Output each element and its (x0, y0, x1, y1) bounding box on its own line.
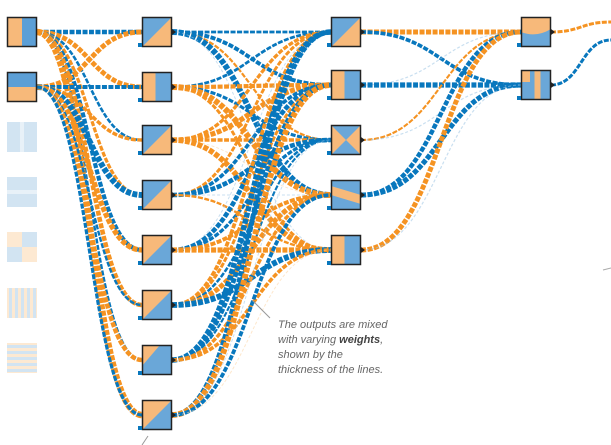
weight-link (171, 30, 332, 197)
bias-marker (138, 98, 142, 102)
weight-link (171, 83, 332, 197)
bias-marker (517, 43, 521, 47)
neuron-tile[interactable] (141, 124, 173, 156)
weight-link (36, 29, 143, 90)
input-feature-tile[interactable] (6, 16, 38, 48)
weight-link (360, 30, 522, 142)
input-feature-tile[interactable] (7, 177, 37, 207)
weight-link (171, 249, 332, 416)
weight-link (36, 85, 143, 307)
neuron-tile[interactable] (141, 71, 173, 103)
output-arrow (172, 84, 176, 90)
weight-link (360, 31, 522, 86)
pointer-line (141, 435, 149, 445)
neuron-tile[interactable] (141, 179, 173, 211)
bias-marker (327, 206, 331, 210)
output-link (550, 20, 611, 34)
weight-link (171, 29, 332, 418)
output-arrow (551, 82, 555, 88)
bias-marker (138, 206, 142, 210)
neurons (6, 16, 555, 431)
weight-link (36, 84, 143, 253)
neuron-tile[interactable] (141, 344, 173, 376)
neuron-tile[interactable] (330, 179, 362, 211)
output-arrow (361, 192, 365, 198)
bias-marker (138, 43, 142, 47)
bias-marker (138, 151, 142, 155)
neuron-tile[interactable] (330, 124, 362, 156)
annotation-text-bold: weights (339, 334, 381, 346)
weight-link (171, 31, 332, 251)
output-arrow (172, 357, 176, 363)
output-arrow (361, 137, 365, 143)
weights-annotation: The outputs are mixed with varying weigh… (278, 318, 388, 378)
output-arrow (172, 192, 176, 198)
input-feature-tile[interactable] (7, 343, 37, 373)
weight-link (36, 84, 143, 198)
stray-connector (602, 267, 611, 271)
output-arrow (361, 82, 365, 88)
annotation-text-pre: The outputs are mixed with varying (278, 319, 388, 346)
weight-link (360, 84, 522, 251)
neuron-tile[interactable] (141, 289, 173, 321)
neuron-tile[interactable] (141, 399, 173, 431)
output-arrow (361, 247, 365, 253)
bias-marker (138, 426, 142, 430)
neuron-tile[interactable] (330, 69, 362, 101)
bias-marker (327, 43, 331, 47)
neuron-tile[interactable] (330, 234, 362, 266)
bias-marker (138, 316, 142, 320)
bias-marker (327, 151, 331, 155)
input-feature-tile[interactable] (7, 232, 37, 262)
bias-marker (327, 261, 331, 265)
output-arrow (551, 29, 555, 35)
weight-link (171, 30, 332, 307)
neuron-tile[interactable] (520, 16, 552, 48)
neuron-tile[interactable] (141, 16, 173, 48)
annotation-text-post: , shown by the thickness of the lines. (278, 334, 384, 376)
weight-link (171, 139, 332, 416)
input-feature-tile[interactable] (6, 71, 38, 103)
output-arrow (172, 29, 176, 35)
weight-link (36, 85, 143, 417)
weight-links (36, 20, 611, 419)
annotation-pointer (251, 299, 271, 319)
bias-marker (517, 96, 521, 100)
bias-marker (138, 371, 142, 375)
input-feature-tile[interactable] (7, 288, 37, 318)
neuron-tile[interactable] (141, 234, 173, 266)
output-arrow (361, 29, 365, 35)
weight-link (36, 84, 143, 363)
weight-link (171, 30, 332, 89)
output-arrow (172, 302, 176, 308)
neuron-tile[interactable] (520, 69, 552, 101)
weight-link (171, 193, 332, 417)
weight-link (171, 82, 332, 418)
output-link (550, 38, 611, 87)
neuron-tile[interactable] (330, 16, 362, 48)
output-arrow (172, 412, 176, 418)
weight-link (360, 29, 522, 253)
input-feature-tile[interactable] (7, 122, 37, 152)
output-arrow (172, 247, 176, 253)
bias-marker (138, 261, 142, 265)
bias-marker (327, 96, 331, 100)
output-arrow (172, 137, 176, 143)
